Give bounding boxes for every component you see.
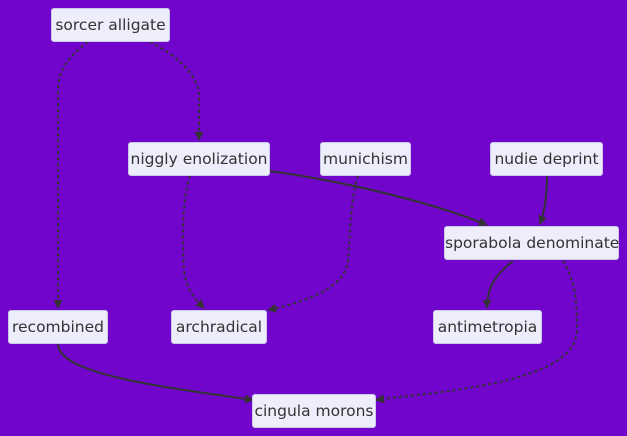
node-archradical[interactable]: archradical	[171, 310, 267, 344]
edge-recombined-to-cingula-morons	[57, 343, 254, 404]
node-niggly-enolization[interactable]: niggly enolization	[128, 142, 270, 176]
node-munichism[interactable]: munichism	[320, 142, 411, 176]
node-recombined[interactable]: recombined	[8, 310, 108, 344]
node-antimetropia[interactable]: antimetropia	[433, 310, 542, 344]
edge-nudie-deprint-to-sporabola-denominate	[538, 175, 548, 225]
node-cingula-morons[interactable]: cingula morons	[252, 394, 376, 428]
edge-munichism-to-archradical	[267, 175, 359, 313]
node-nudie-deprint[interactable]: nudie deprint	[490, 142, 603, 176]
node-sorcer-alligate[interactable]: sorcer alligate	[51, 8, 170, 42]
edge-niggly-enolization-to-archradical	[181, 175, 205, 309]
node-sporabola-denominate[interactable]: sporabola denominate	[444, 226, 619, 260]
edge-sporabola-denominate-to-antimetropia	[482, 260, 514, 309]
edge-sorcer-alligate-to-niggly-enolization	[149, 41, 204, 141]
edge-niggly-enolization-to-sporabola-denominate	[269, 170, 488, 226]
edge-sorcer-alligate-to-recombined	[53, 41, 89, 309]
